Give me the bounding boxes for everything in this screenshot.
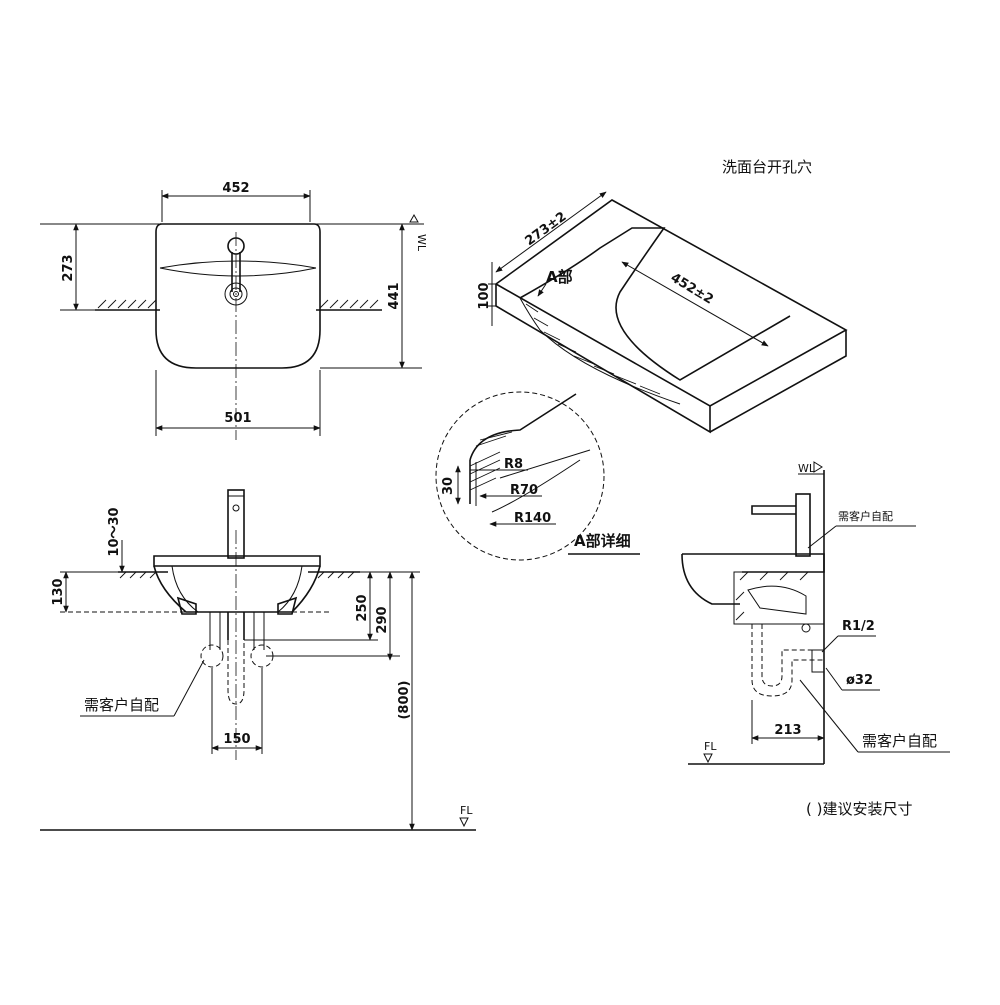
dim-290: 290 [375,606,390,633]
side-note-top: 需客户自配 [838,509,893,523]
dim-273: 273 [61,254,76,281]
dim-441: 441 [387,282,402,309]
wl-label-top: WL [415,234,428,252]
thread-r-half: R1/2 [842,619,875,634]
dim-150: 150 [223,732,250,747]
counter-cutout-view: 洗面台开孔穴 273±2 452±2 100 A部 [477,158,848,434]
dim-250: 250 [355,594,370,621]
radius-r140: R140 [514,511,551,526]
dim-gap: 10～30 [107,507,122,556]
detail-a-title: A部详细 [574,532,631,550]
detail-ref-a: A部 [546,268,573,286]
dim-30: 30 [441,477,456,495]
side-view: WL 需客户自配 R1/2 ø32 [681,461,950,765]
pipe-dia-32: ø32 [846,673,873,688]
cutout-title: 洗面台开孔穴 [722,158,812,176]
dim-800: (800) [397,680,412,719]
side-note-bottom: 需客户自配 [862,732,937,750]
top-view: 452 501 273 441 WL [40,181,428,440]
legend-recommended: ( )建议安装尺寸 [806,800,912,818]
fl-label-side: FL [704,740,717,753]
dim-213: 213 [774,723,801,738]
detail-a-view: 30 R8 R70 R140 A部详细 [435,391,640,561]
dim-100: 100 [477,282,492,309]
dim-130: 130 [51,578,66,605]
dim-273-tol: 273±2 [522,209,569,249]
basin-top-outline [155,223,321,369]
front-note: 需客户自配 [84,696,159,714]
dim-501: 501 [224,411,251,426]
radius-r70: R70 [510,483,538,498]
wl-label-side: WL [798,462,816,475]
dim-452: 452 [222,181,249,196]
fl-label-front: FL [460,804,473,817]
radius-r8: R8 [504,457,523,472]
front-view: 130 10～30 250 290 (800) 150 需客户自配 FL [40,489,476,831]
